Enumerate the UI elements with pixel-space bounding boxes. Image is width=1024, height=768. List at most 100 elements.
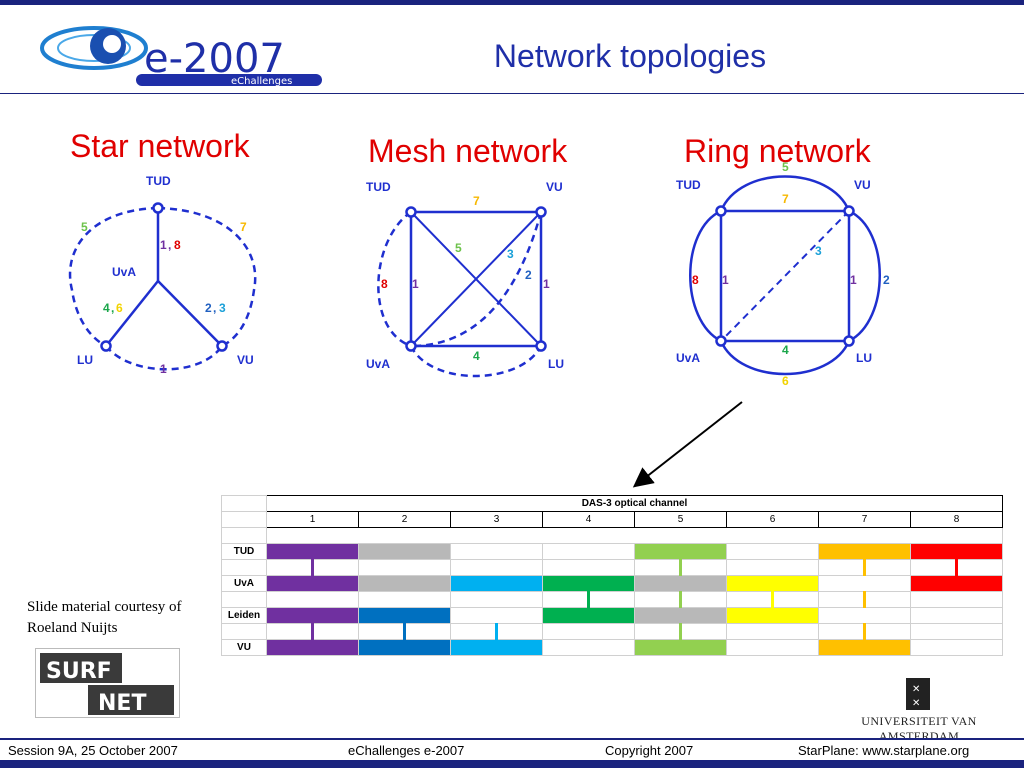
footer-rule xyxy=(0,738,1024,740)
slide-title: Network topologies xyxy=(493,38,767,74)
mesh-arc-left xyxy=(377,210,412,348)
mesh-square xyxy=(409,210,543,348)
ring-node-lu xyxy=(843,335,855,347)
header-rule xyxy=(0,93,1024,94)
star-ch-1b: 1 xyxy=(160,362,167,376)
ring-diagram: TUD VU UvA LU 5 7 3 8 1 1 2 4 6 xyxy=(676,160,890,388)
mesh-label-lu: LU xyxy=(548,357,564,371)
mesh-ch-8: 8 xyxy=(381,277,388,291)
ring-arc-top xyxy=(719,175,851,212)
ring-ch-1-left: 1 xyxy=(722,273,729,287)
mesh-ch-5: 5 xyxy=(455,241,462,255)
star-ch-7: 7 xyxy=(240,220,247,234)
ring-ch-2: 2 xyxy=(883,273,890,287)
pointer-arrow xyxy=(632,401,743,488)
mesh-label-vu: VU xyxy=(546,180,563,194)
star-comma-right: , xyxy=(213,301,216,315)
row-label-leiden: Leiden xyxy=(221,607,267,624)
star-node-vu xyxy=(216,340,228,352)
uva-logo: ✕ ✕ UNIVERSITEIT VAN AMSTERDAM xyxy=(836,676,1002,743)
svg-text:✕: ✕ xyxy=(912,684,920,695)
channel-header-4: 4 xyxy=(542,511,635,528)
footer: Session 9A, 25 October 2007 eChallenges … xyxy=(0,740,1024,760)
surfnet-top: SURF xyxy=(46,659,112,684)
channel-header-2: 2 xyxy=(358,511,451,528)
table-row: UvA xyxy=(221,575,1003,592)
star-link-right xyxy=(157,280,223,347)
logo-text: e-2007 xyxy=(144,36,285,82)
ring-ch-3: 3 xyxy=(815,244,822,258)
ring-node-tud xyxy=(715,205,727,217)
star-ring-left xyxy=(68,206,159,348)
footer-session: Session 9A, 25 October 2007 xyxy=(8,743,178,758)
row-label-uva: UvA xyxy=(221,575,267,592)
credit-line-1: Slide material courtesy of xyxy=(27,599,182,615)
top-bar xyxy=(0,0,1024,5)
ring-label-tud: TUD xyxy=(676,178,701,192)
star-ch-6: 6 xyxy=(116,301,123,315)
ring-diag xyxy=(720,210,850,342)
row-label-vu: VU xyxy=(221,639,267,656)
channel-header-3: 3 xyxy=(450,511,543,528)
ring-ch-8: 8 xyxy=(692,273,699,287)
credit-line-2: Roeland Nuijts xyxy=(27,620,118,636)
star-ring-right xyxy=(157,206,257,348)
channel-header-8: 8 xyxy=(910,511,1003,528)
table-row: Leiden xyxy=(221,607,1003,624)
star-comma-top: , xyxy=(168,238,171,252)
table-row: TUD xyxy=(221,543,1003,560)
mesh-ch-4: 4 xyxy=(473,349,480,363)
mesh-title: Mesh network xyxy=(368,133,568,169)
ring-arc-bottom xyxy=(719,340,851,376)
mesh-ch-1-left: 1 xyxy=(412,277,419,291)
svg-text:✕: ✕ xyxy=(912,698,920,709)
ring-label-uva: UvA xyxy=(676,351,700,365)
footer-copyright: Copyright 2007 xyxy=(605,743,694,758)
mesh-ch-2: 2 xyxy=(525,268,532,282)
footer-site: StarPlane: www.starplane.org xyxy=(798,743,970,758)
mesh-node-uva xyxy=(405,340,417,352)
channel-header-5: 5 xyxy=(634,511,727,528)
ring-node-vu xyxy=(843,205,855,217)
mesh-label-tud: TUD xyxy=(366,180,391,194)
star-ch-2: 2 xyxy=(205,301,212,315)
channel-header-7: 7 xyxy=(818,511,911,528)
credit-text: Slide material courtesy of Roeland Nuijt… xyxy=(27,597,227,639)
mesh-ch-1-right: 1 xyxy=(543,277,550,291)
star-node-lu xyxy=(100,340,112,352)
star-ch-3: 3 xyxy=(219,301,226,315)
ring-ch-4: 4 xyxy=(782,343,789,357)
mesh-node-lu xyxy=(535,340,547,352)
ring-ch-6: 6 xyxy=(782,374,789,388)
star-label-tud: TUD xyxy=(146,174,171,188)
mesh-diagram: TUD VU UvA LU 7 5 3 2 8 1 1 4 xyxy=(366,180,564,378)
footer-event: eChallenges e-2007 xyxy=(348,743,465,758)
logo-subtext: eChallenges xyxy=(231,76,292,87)
mesh-diag-2 xyxy=(410,211,542,347)
das3-channel-table: DAS-3 optical channel 1 2 3 4 5 6 7 8 TU… xyxy=(221,495,1003,656)
ring-arc-left xyxy=(689,209,722,343)
mesh-node-vu xyxy=(535,206,547,218)
bottom-bar xyxy=(0,760,1024,768)
mesh-ch-7: 7 xyxy=(473,194,480,208)
star-ch-4: 4 xyxy=(103,301,110,315)
star-label-uva: UvA xyxy=(112,265,136,279)
ring-square xyxy=(719,209,851,343)
table-title: DAS-3 optical channel xyxy=(266,495,1003,512)
star-label-vu: VU xyxy=(237,353,254,367)
star-diagram: TUD UvA LU VU 5 7 1 , 8 4 , 6 2 , 3 1 xyxy=(68,174,257,376)
star-ch-8: 8 xyxy=(174,238,181,252)
star-ch-1a: 1 xyxy=(160,238,167,252)
e2007-logo: e-2007 eChallenges xyxy=(40,26,322,87)
ring-ch-5: 5 xyxy=(782,160,789,174)
ring-arc-right xyxy=(848,209,881,343)
star-comma-left: , xyxy=(111,301,114,315)
ring-title: Ring network xyxy=(684,133,871,169)
star-label-lu: LU xyxy=(77,353,93,367)
star-node-tud xyxy=(152,202,164,214)
table-row: VU xyxy=(221,639,1003,656)
surfnet-bottom: NET xyxy=(98,691,146,716)
star-title: Star network xyxy=(70,128,250,164)
star-ch-5: 5 xyxy=(81,220,88,234)
